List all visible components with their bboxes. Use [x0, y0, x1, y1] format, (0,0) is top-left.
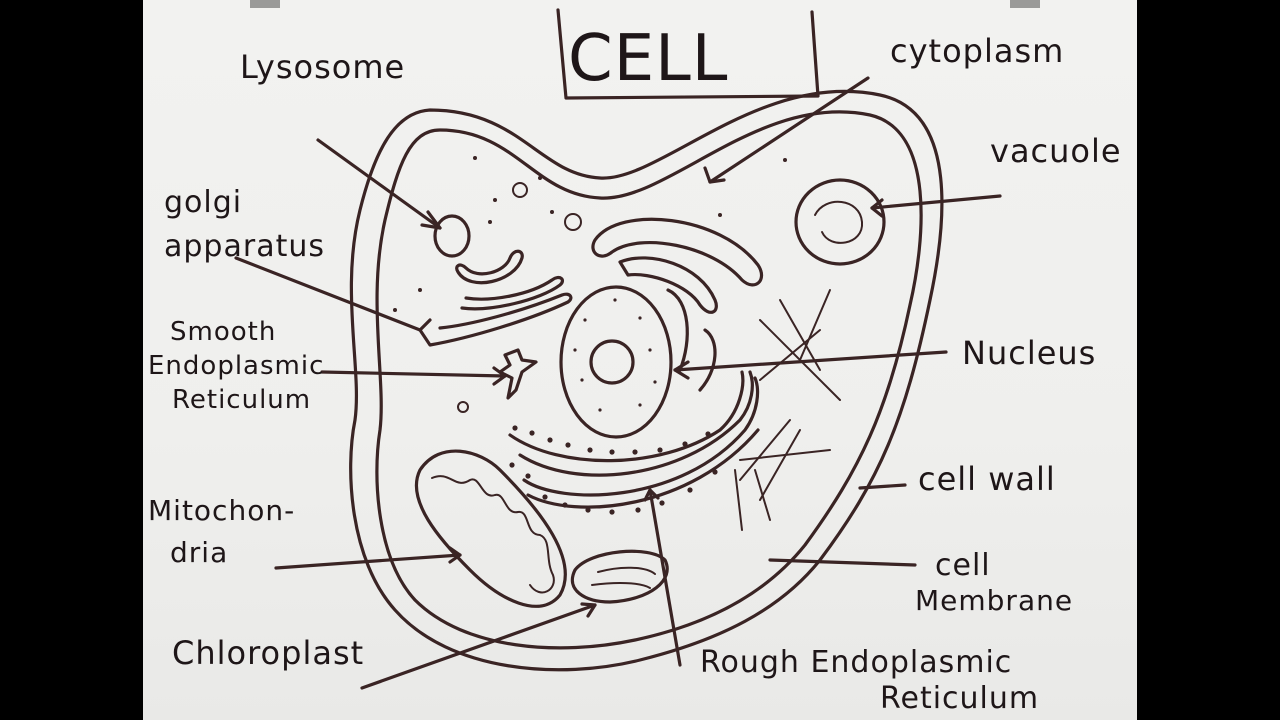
label-vacuole: vacuole — [990, 132, 1122, 170]
label-chloroplast: Chloroplast — [172, 634, 364, 672]
golgi-apparatus — [418, 249, 573, 347]
board-clip-right — [1010, 0, 1040, 8]
rough-er — [508, 370, 760, 509]
label-lysosome: Lysosome — [240, 48, 405, 86]
label-ser-line1: Smooth — [170, 317, 276, 347]
label-golgi-line1: golgi — [164, 185, 242, 220]
chromatin — [573, 298, 657, 412]
vacuole-shape — [794, 178, 886, 266]
label-rer-line2: Reticulum — [880, 681, 1039, 716]
cytoplasm-granules — [393, 156, 787, 312]
diagram-title: CELL — [568, 22, 728, 96]
lysosome-shape — [433, 214, 471, 258]
cell-wall-outline — [349, 89, 944, 672]
label-mito-line1: Mitochon- — [148, 494, 295, 527]
vesicle — [564, 213, 582, 231]
label-mito-line2: dria — [170, 536, 228, 569]
vesicle — [512, 182, 528, 198]
cell-membrane-outline — [375, 110, 923, 650]
left-letterbox — [0, 0, 143, 720]
label-cytoplasm: cytoplasm — [890, 32, 1064, 70]
label-golgi-line2: apparatus — [164, 229, 325, 264]
er-cistern — [618, 256, 718, 314]
er-cistern — [591, 217, 764, 287]
whiteboard — [143, 0, 1137, 720]
ribosomes — [509, 425, 718, 515]
label-rer-line1: Rough Endoplasmic — [700, 645, 1012, 680]
title-box — [556, 8, 820, 100]
label-nucleus: Nucleus — [962, 334, 1096, 372]
er-cistern — [666, 288, 689, 372]
vesicle — [457, 401, 469, 413]
mitochondrion-shape — [414, 449, 567, 608]
cytoskeleton — [734, 289, 841, 531]
er-cistern — [698, 328, 717, 392]
label-membrane-line1: cell — [935, 548, 991, 583]
vacuole-swirl — [814, 200, 864, 244]
nucleolus — [589, 339, 635, 385]
leader-lines — [234, 76, 1002, 690]
label-ser-line3: Reticulum — [172, 385, 311, 415]
board-clip-left — [250, 0, 280, 8]
smooth-er-shape — [498, 348, 538, 400]
label-membrane-line2: Membrane — [915, 584, 1073, 617]
label-ser-line2: Endoplasmic — [148, 351, 324, 381]
chloroplast-shape — [570, 549, 669, 604]
nucleus-shape — [559, 285, 673, 439]
label-cell-wall: cell wall — [918, 460, 1056, 498]
right-letterbox — [1137, 0, 1280, 720]
